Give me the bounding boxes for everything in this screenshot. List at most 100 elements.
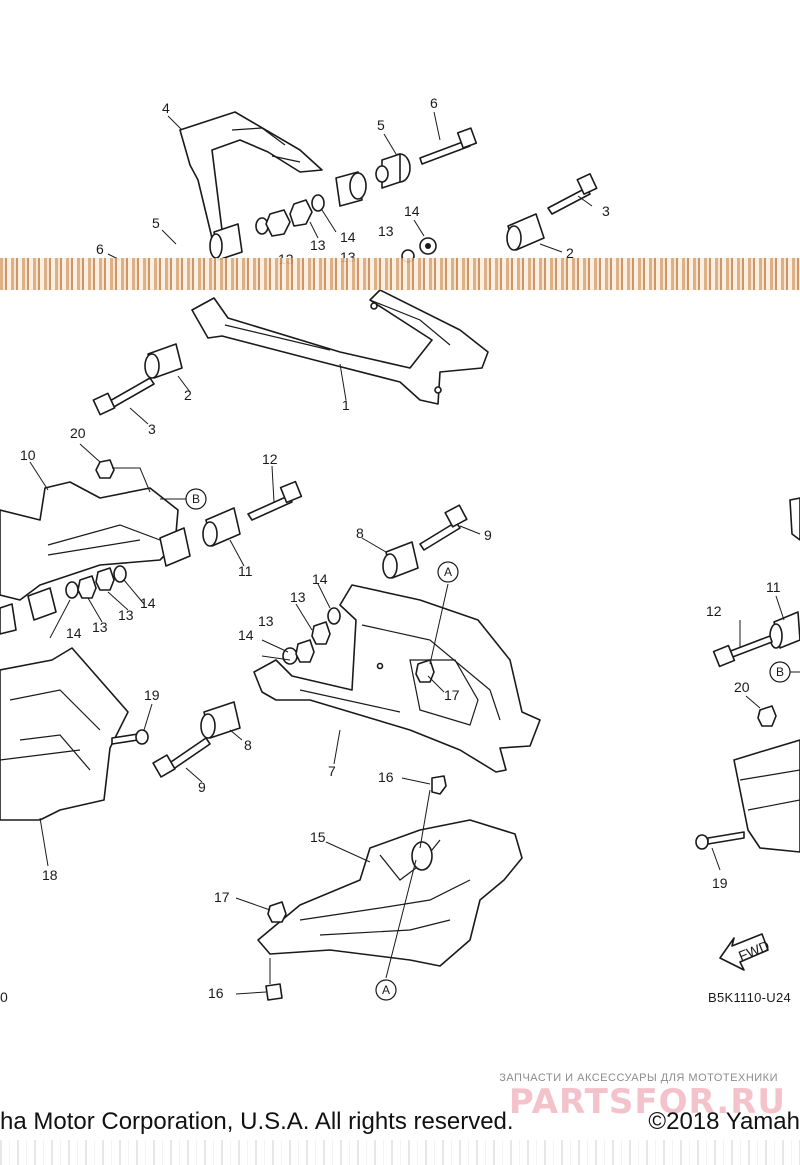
left-edge-code: 0 xyxy=(0,989,8,1005)
callout-13-left-b: 13 xyxy=(118,607,134,623)
svg-text:A: A xyxy=(444,565,452,579)
nut-part-20-left xyxy=(95,459,115,479)
bolt-part-12-left xyxy=(247,480,303,521)
ref-mark-b-right: B xyxy=(769,661,791,683)
callout-14-center-a: 14 xyxy=(312,571,328,587)
svg-text:B: B xyxy=(192,492,200,506)
ref-mark-a-bottom: A xyxy=(375,979,397,1001)
upper-arm-bracket-part-4 xyxy=(179,111,323,239)
nut-part-17-guard xyxy=(267,901,287,923)
callout-16-upper: 16 xyxy=(378,769,394,785)
callout-14-center-b: 14 xyxy=(238,627,254,643)
callout-3-top-right: 3 xyxy=(602,203,610,219)
callout-3-lower: 3 xyxy=(148,421,156,437)
watermark-subtitle: ЗАПЧАСТИ И АКСЕССУАРЫ ДЛЯ МОТОТЕХНИКИ xyxy=(499,1072,778,1084)
nut-part-13-top xyxy=(289,199,313,227)
callout-12-left: 12 xyxy=(262,451,278,467)
callout-9-lower: 9 xyxy=(198,779,206,795)
ref-mark-a-center: A xyxy=(437,561,459,583)
bolt-part-9-upper xyxy=(419,504,468,551)
callout-2-lower: 2 xyxy=(184,387,192,403)
callout-17-center: 17 xyxy=(444,687,460,703)
callout-4: 4 xyxy=(162,100,170,116)
scan-noise-footer xyxy=(0,1140,800,1165)
bushing-part-2-lower-arm xyxy=(144,343,183,379)
copyright-year: ©2018 Yamah xyxy=(648,1108,800,1135)
callout-14-left-a: 14 xyxy=(66,625,82,641)
lower-arm-part-7-center xyxy=(253,584,541,773)
guard-part-15 xyxy=(257,819,523,967)
washer-part-14-top xyxy=(311,194,325,212)
callout-2-top-right: 2 xyxy=(566,245,574,261)
callout-13-left-a: 13 xyxy=(92,619,108,635)
fwd-arrow: FWD xyxy=(719,933,772,971)
bushing-collar-upper-mid xyxy=(335,171,367,207)
bushing-part-8-upper xyxy=(382,541,419,579)
callout-13-center-a: 13 xyxy=(290,589,306,605)
callout-12-right: 12 xyxy=(706,603,722,619)
skid-plate-right xyxy=(733,739,800,853)
callout-13-top-right: 13 xyxy=(378,223,394,239)
callout-16-lower: 16 xyxy=(208,985,224,1001)
callout-7: 7 xyxy=(328,763,336,779)
upper-arm-part-1 xyxy=(191,289,489,405)
callout-5-top: 5 xyxy=(377,117,385,133)
bolt-part-19-left xyxy=(111,729,149,745)
callout-14-left-b: 14 xyxy=(140,595,156,611)
bushing-part-2-top-right xyxy=(506,213,545,251)
callout-14-top-right: 14 xyxy=(404,203,420,219)
svg-text:A: A xyxy=(382,983,390,997)
callout-11-left: 11 xyxy=(238,563,253,579)
leader-lines xyxy=(29,111,800,995)
callout-20-right: 20 xyxy=(734,679,750,695)
callout-13-center-b: 13 xyxy=(258,613,274,629)
watermark-logo: PARTSFOR.RU xyxy=(508,1082,786,1122)
bolt-part-12-right xyxy=(712,635,773,668)
bolt-part-6-upper xyxy=(419,127,478,165)
nut-part-20-right xyxy=(757,705,777,727)
lower-arm-right xyxy=(769,497,800,649)
callout-15: 15 xyxy=(310,829,326,845)
callout-8-lower: 8 xyxy=(244,737,252,753)
bolt-part-3-lower-arm xyxy=(92,377,155,416)
nuts-washers-left xyxy=(65,565,127,599)
washer-part-14-right xyxy=(419,237,437,255)
skid-plate-part-18-left xyxy=(0,647,129,821)
bolt-part-19-right xyxy=(695,831,745,850)
bushing-part-11-left xyxy=(159,507,241,567)
washer-nut-13-lower xyxy=(255,209,291,237)
bolt-part-16-lower xyxy=(265,983,283,1001)
lower-arm-part-10-left xyxy=(0,481,179,635)
nut-part-17-center xyxy=(415,659,435,683)
callout-1: 1 xyxy=(342,397,350,413)
scan-artifact-stripe xyxy=(0,258,800,290)
callout-13-b: 13 xyxy=(310,237,326,253)
callout-18: 18 xyxy=(42,867,58,883)
bolt-part-3-top-right xyxy=(547,172,598,215)
fwd-label: FWD xyxy=(736,937,772,964)
callout-10: 10 xyxy=(20,447,36,463)
callout-5-left: 5 xyxy=(152,215,160,231)
bushing-part-5-upper xyxy=(375,153,411,189)
callout-17-guard: 17 xyxy=(214,889,230,905)
bushing-part-8-lower xyxy=(200,701,241,739)
callout-6-top: 6 xyxy=(430,95,438,111)
ref-mark-b-left: B xyxy=(160,488,207,510)
bolt-part-16-upper xyxy=(431,775,447,795)
callout-11-right: 11 xyxy=(766,579,781,595)
callout-14-top: 14 xyxy=(340,229,356,245)
callout-8-upper: 8 xyxy=(356,525,364,541)
callout-19-left: 19 xyxy=(144,687,160,703)
bolt-part-9-lower xyxy=(152,737,211,778)
reference-marks: B A B A xyxy=(160,488,791,1001)
callout-20-left: 20 xyxy=(70,425,86,441)
callout-6-left: 6 xyxy=(96,241,104,257)
callout-9-upper: 9 xyxy=(484,527,492,543)
nuts-washers-center xyxy=(282,607,341,665)
diagram-code: B5K1110-U24 xyxy=(708,990,792,1005)
callout-numbers: 4 6 5 3 14 13 5 6 13 13 13 14 2 2 3 1 20… xyxy=(0,95,781,1005)
svg-text:B: B xyxy=(776,665,784,679)
callout-19-right: 19 xyxy=(712,875,728,891)
copyright-text: ha Motor Corporation, U.S.A. All rights … xyxy=(0,1108,514,1135)
